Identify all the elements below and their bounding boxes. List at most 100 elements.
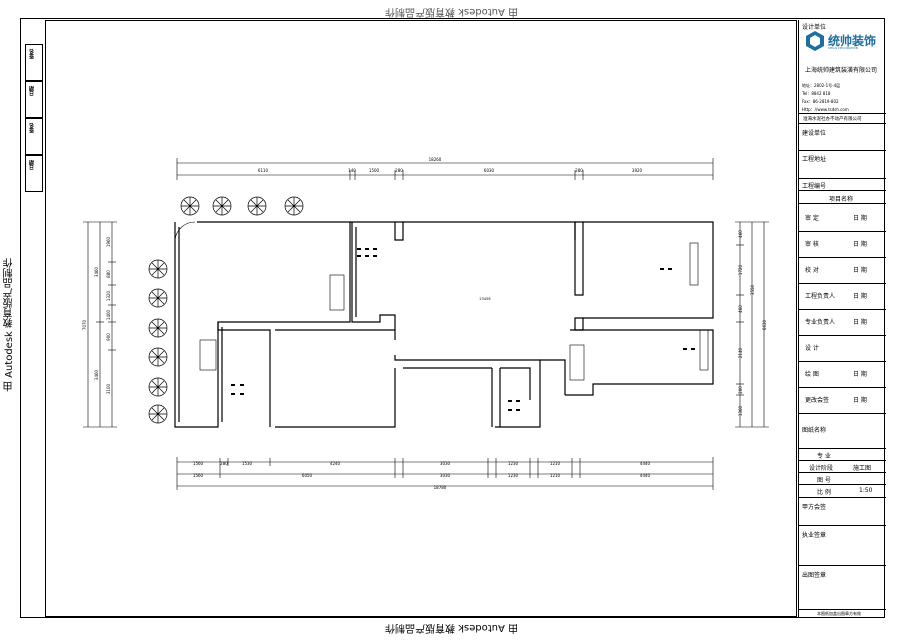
right-dim-labels: 460 1720 460 2140 200 1360 3550 6630: [738, 230, 767, 416]
divider: [799, 123, 886, 124]
dim-label: 200: [738, 386, 743, 394]
drawing-no-label: 图 号: [817, 477, 831, 484]
dim-label: 1720: [738, 264, 743, 275]
drawing-name-label: 图纸名称: [802, 427, 827, 434]
divider: [799, 484, 886, 485]
sign-row-date-label: 日 期: [853, 267, 867, 274]
tree-icon: [148, 404, 168, 424]
dim-label: 280: [395, 168, 403, 173]
company-name: 上海统帅建筑装潢有限公司: [805, 67, 878, 74]
top-total-dim: 18260: [429, 157, 442, 162]
sign-row-date-label: 日 期: [853, 241, 867, 248]
practice-seal-label: 执业签章: [802, 532, 827, 539]
dim-label: 1210: [550, 473, 561, 478]
divider: [799, 257, 886, 258]
design-stage-label: 设计阶段: [809, 465, 834, 472]
design-unit-label: 设计单位: [802, 24, 827, 31]
tree-icon: [148, 377, 168, 397]
left-sign-strip: 签名 日期 签名 日期: [25, 44, 43, 192]
fixtures: [199, 242, 709, 381]
dim-label: 7070: [82, 319, 87, 330]
dim-label: 3100: [106, 383, 111, 394]
project-number-label: 工程编号: [802, 183, 827, 190]
bottom-dimensions: [176, 457, 714, 490]
contact-line: Fax：86-2819-802: [802, 99, 839, 104]
dim-label: 6110: [258, 168, 269, 173]
dim-label: 880: [106, 270, 111, 278]
dim-label: 6050: [302, 473, 313, 478]
sign-row-date-label: 日 期: [853, 319, 867, 326]
dim-label: 3030: [440, 473, 451, 478]
specialty-label: 专 业: [817, 453, 831, 460]
dim-label: 4440: [640, 461, 651, 466]
dim-label: 1210: [550, 461, 561, 466]
divider: [799, 609, 886, 610]
contact-line: 地址：2802-1号-4层: [802, 83, 841, 88]
tree-icon: [247, 196, 267, 216]
dim-label: 1560: [193, 461, 204, 466]
dim-label: 3550: [750, 284, 755, 295]
divider: [799, 203, 886, 204]
dim-label: 1560: [193, 473, 204, 478]
dim-label: 3030: [440, 461, 451, 466]
dim-label: 900: [106, 333, 111, 341]
dim-label: 18780: [434, 485, 447, 490]
logo-text: 统帅装饰: [828, 34, 877, 48]
sign-row-date-label: 日 期: [853, 293, 867, 300]
dim-label: 4440: [640, 473, 651, 478]
sign-row-label: 设 计: [805, 345, 819, 352]
scale-value: 1:50: [859, 487, 873, 494]
dim-label: 140: [348, 168, 356, 173]
title-block: 设计单位 统帅装饰 SHUAI DECORATION 上海统帅建筑装潢有限公司 …: [798, 20, 886, 617]
strip-cell: 签名: [25, 118, 43, 155]
entry-door: [174, 221, 196, 265]
tree-symbols: [148, 196, 304, 424]
tree-icon: [148, 318, 168, 338]
project-address-label: 工程地址: [802, 156, 827, 163]
strip-cell: 签名: [25, 44, 43, 81]
tree-icon: [148, 288, 168, 308]
contact-line: Http：//www.tsdsh.com: [802, 107, 849, 112]
top-dimensions: [176, 158, 714, 180]
left-dim-labels: 1960 880 1320 1400 900 3100 3460 3460 70…: [82, 236, 111, 394]
divider: [799, 497, 886, 498]
dim-label: 2140: [738, 347, 743, 358]
left-dimensions: [83, 221, 117, 428]
tree-icon: [180, 196, 200, 216]
sign-row-label: 校 对: [805, 267, 819, 274]
divider: [799, 190, 886, 191]
company-logo: 统帅装饰 SHUAI DECORATION: [804, 30, 880, 52]
divider: [799, 150, 886, 151]
divider: [799, 335, 886, 336]
drawing-outer-border: [20, 18, 885, 618]
walls: [174, 221, 714, 428]
dim-label: 1400: [106, 309, 111, 320]
divider: [799, 283, 886, 284]
divider: [799, 309, 886, 310]
dim-label: 1230: [508, 473, 519, 478]
drawing-inner-border: [45, 20, 797, 617]
tree-icon: [284, 196, 304, 216]
divider: [799, 525, 886, 526]
tree-icon: [148, 347, 168, 367]
contact-line: Tel：8842 818: [802, 91, 831, 96]
dim-label: 3460: [94, 369, 99, 380]
footer-note: 本图纸加盖出图章方有效: [817, 611, 861, 616]
strip-cell: 日期: [25, 81, 43, 118]
sign-row-label: 专业负责人: [805, 319, 836, 326]
sign-row-label: 审 定: [805, 215, 819, 222]
sign-row-date-label: 日 期: [853, 215, 867, 222]
outlet-symbols: [231, 248, 695, 411]
dim-label: 280: [575, 168, 583, 173]
strip-cell: 日期: [25, 155, 43, 192]
divider: [799, 231, 886, 232]
right-dimensions: [735, 221, 769, 428]
hexagon-logo-icon: [806, 31, 824, 51]
divider: [799, 112, 886, 114]
divider: [799, 413, 886, 414]
dim-label: 1530: [242, 461, 253, 466]
dim-label: 460: [738, 230, 743, 238]
sign-row-date-label: 日 期: [853, 371, 867, 378]
divider: [799, 565, 886, 566]
tree-icon: [148, 259, 168, 279]
